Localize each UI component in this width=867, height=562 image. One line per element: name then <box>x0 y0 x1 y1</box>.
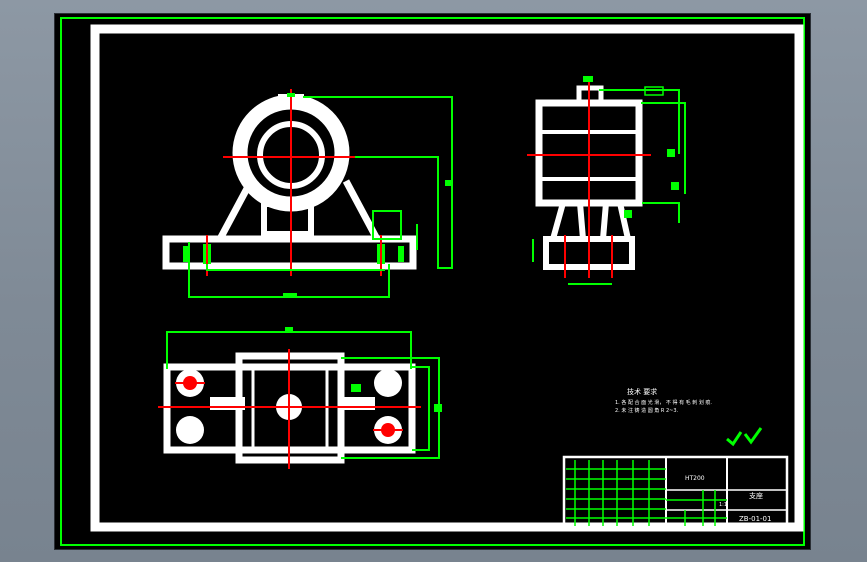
front-view <box>162 89 453 298</box>
material-label: HT200 <box>685 475 705 482</box>
cad-drawing: 技术 要求 1. 各 配 合 面 光 滑， 不 得 有 毛 刺 划 痕. 2. … <box>60 17 805 546</box>
title-block: HT200 1:1 支座 ZB-01-01 <box>562 455 789 529</box>
top-view <box>158 327 442 469</box>
roughness-symbol <box>726 427 763 447</box>
drawing-number: ZB-01-01 <box>739 515 771 523</box>
inner-border <box>90 24 804 532</box>
drawing-sheet: 技术 要求 1. 各 配 合 面 光 滑， 不 得 有 毛 刺 划 痕. 2. … <box>55 14 810 549</box>
note-line-2: 2. 未 注 铸 造 圆 角 R 2~3. <box>615 407 679 414</box>
scale-label: 1:1 <box>719 502 727 508</box>
base-plate <box>162 235 417 270</box>
side-view <box>527 76 686 285</box>
outer-frame <box>60 17 805 546</box>
note-line-1: 1. 各 配 合 面 光 滑， 不 得 有 毛 刺 划 痕. <box>615 399 712 406</box>
part-name: 支座 <box>749 491 763 500</box>
technical-requirements: 技术 要求 1. 各 配 合 面 光 滑， 不 得 有 毛 刺 划 痕. 2. … <box>615 387 763 447</box>
notes-title: 技术 要求 <box>627 387 657 396</box>
